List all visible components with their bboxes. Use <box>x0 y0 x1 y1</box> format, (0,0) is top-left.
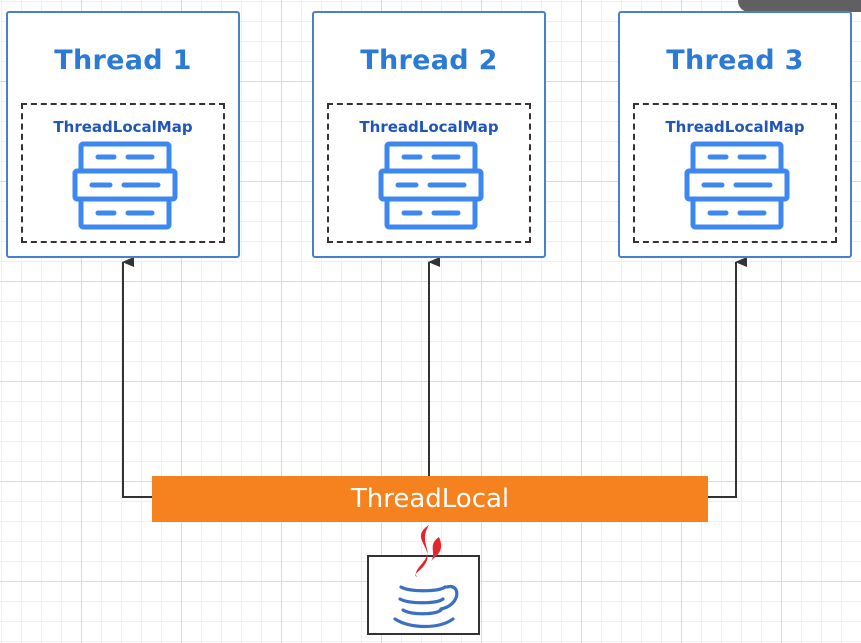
threadlocalmap-label: ThreadLocalMap <box>359 118 499 136</box>
thread-title: Thread 1 <box>54 45 192 76</box>
arrow-to-thread-1 <box>122 257 152 498</box>
threadlocalmap-box: ThreadLocalMap <box>327 103 531 243</box>
window-edge-bar <box>738 0 861 12</box>
thread-box-1[interactable]: Thread 1 ThreadLocalMap <box>6 11 240 258</box>
thread-box-2[interactable]: Thread 2 ThreadLocalMap <box>312 11 546 258</box>
arrow-to-thread-3 <box>708 257 747 498</box>
threadlocalmap-label: ThreadLocalMap <box>53 118 193 136</box>
threadlocalmap-label: ThreadLocalMap <box>665 118 805 136</box>
threadlocal-bar[interactable]: ThreadLocal <box>152 476 708 522</box>
thread-box-3[interactable]: Thread 3 ThreadLocalMap <box>618 11 852 258</box>
threadlocalmap-box: ThreadLocalMap <box>21 103 225 243</box>
java-logo-icon <box>367 525 480 635</box>
thread-title: Thread 3 <box>666 45 804 76</box>
database-icon <box>72 141 178 230</box>
database-icon <box>684 141 790 230</box>
database-icon <box>378 141 484 230</box>
threadlocalmap-box: ThreadLocalMap <box>633 103 837 243</box>
thread-title: Thread 2 <box>360 45 498 76</box>
